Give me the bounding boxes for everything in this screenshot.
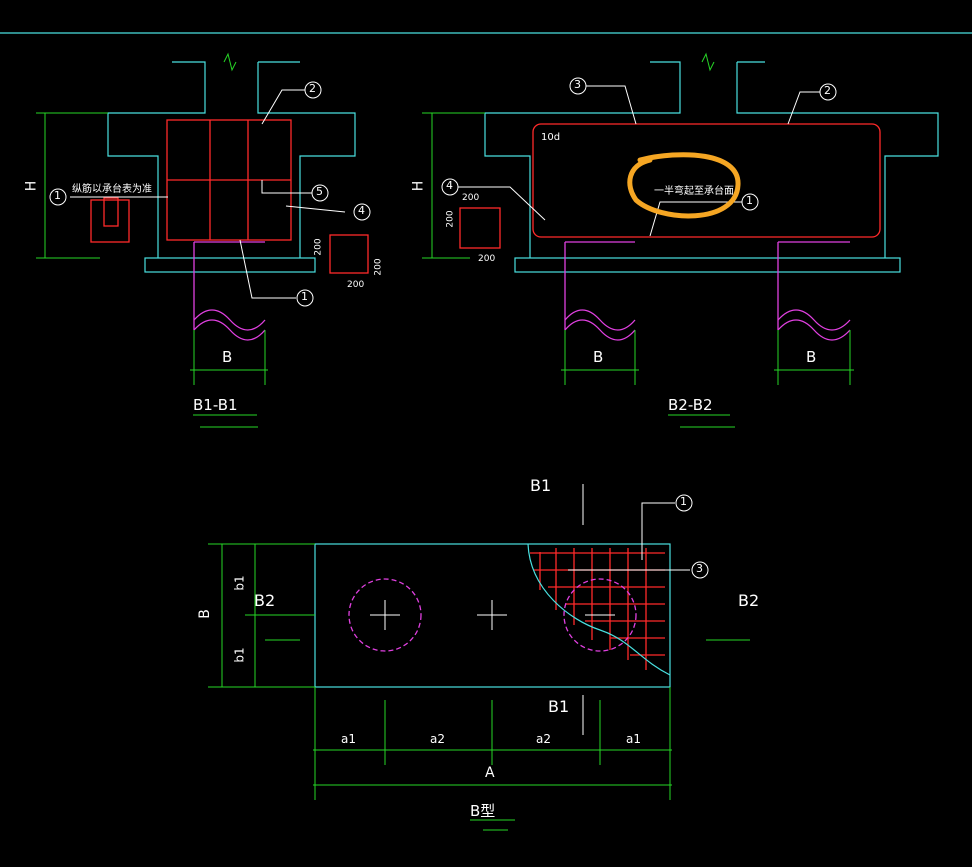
section1-dim-h: H [23,180,40,192]
stirrup-detail [90,199,130,243]
pile-circle-left [348,578,422,652]
section-b1 [36,52,369,428]
plan-dim-a2-left: a2 [430,732,445,746]
pile-break [777,319,851,341]
plan-dim-b1-top: b1 [232,575,247,591]
callout-label: 3 [574,78,581,91]
plan-dim-a2-right: a2 [536,732,551,746]
plan-cut-b1-bottom: B1 [548,697,570,716]
plan-dim-a1-right: a1 [626,732,641,746]
callout-label: 2 [309,82,316,95]
callout-label: 2 [824,84,831,97]
cap-outline-right [736,62,939,258]
leader-line [586,85,637,125]
leader-line [261,89,305,125]
pile-break [564,309,636,331]
rebar-cage [532,123,881,238]
cushion-layer [514,257,901,273]
detail-box [459,207,501,249]
break-symbol [223,52,237,72]
callout-label: 1 [301,290,308,303]
callout-label: 5 [316,185,323,198]
pile-break [193,309,266,331]
leader-line [458,186,546,221]
plan-callouts [675,494,709,579]
highlight-circle [627,152,741,219]
section1-note: 纵筋以承台表为准 [72,184,152,195]
section2-title: B2-B2 [668,396,713,414]
section2-dim-10d: 10d [541,132,561,143]
pile-break [777,309,851,331]
section2-dim-200-b: 200 [445,210,456,228]
section2-dim-b2: B [806,348,817,366]
callout-label: 4 [358,204,365,217]
section2-dim-b1: B [593,348,604,366]
callout-label: 3 [696,562,703,575]
pile-break [193,319,266,341]
rebar-grid [530,548,665,670]
callout-label: 4 [446,179,453,192]
break-symbol [701,52,715,72]
leader-line [649,201,742,237]
section2-note: 一半弯起至承台面 [654,186,734,197]
section1-dim-200-b: 200 [373,258,384,276]
plan-title: B型 [470,802,496,820]
section1-title: B1-B1 [193,396,238,414]
plan-dim-b1-bottom: b1 [232,647,247,663]
plan-cut-b2-left: B2 [254,591,276,610]
section2-dim-200-a: 200 [462,193,480,203]
pile-circle-right [563,578,637,652]
plan-view [208,484,750,831]
section2-dim-h: H [410,180,427,192]
leader-line [285,205,346,213]
plan-dim-a1-left: a1 [341,732,356,746]
callout-label: 1 [680,495,687,508]
cap-outline-left [107,61,206,258]
section2-dim-200-c: 200 [478,254,496,264]
section1-dim-200-c: 200 [347,280,365,290]
callout-label: 1 [746,194,753,207]
cap-outline-right [257,62,356,258]
plan-cut-b2-right: B2 [738,591,760,610]
leader-line [239,239,296,299]
cut-boundary [527,543,671,676]
section-b2 [422,52,939,428]
leader-line [261,180,312,194]
section2-callouts [441,77,837,211]
plan-dim-b: B [196,609,213,619]
plan-dim-a: A [485,765,495,781]
leader-line [641,502,675,560]
cushion-layer [144,257,316,273]
pile-break [564,319,636,341]
plan-cut-b1-top: B1 [530,476,552,495]
detail-box [329,234,369,274]
section1-dim-b: B [222,348,233,366]
stirrup-hook [103,197,119,227]
leader-line [787,91,820,125]
section1-dim-200-a: 200 [313,238,324,256]
callout-label: 1 [54,189,61,202]
section1-callouts [49,81,371,307]
